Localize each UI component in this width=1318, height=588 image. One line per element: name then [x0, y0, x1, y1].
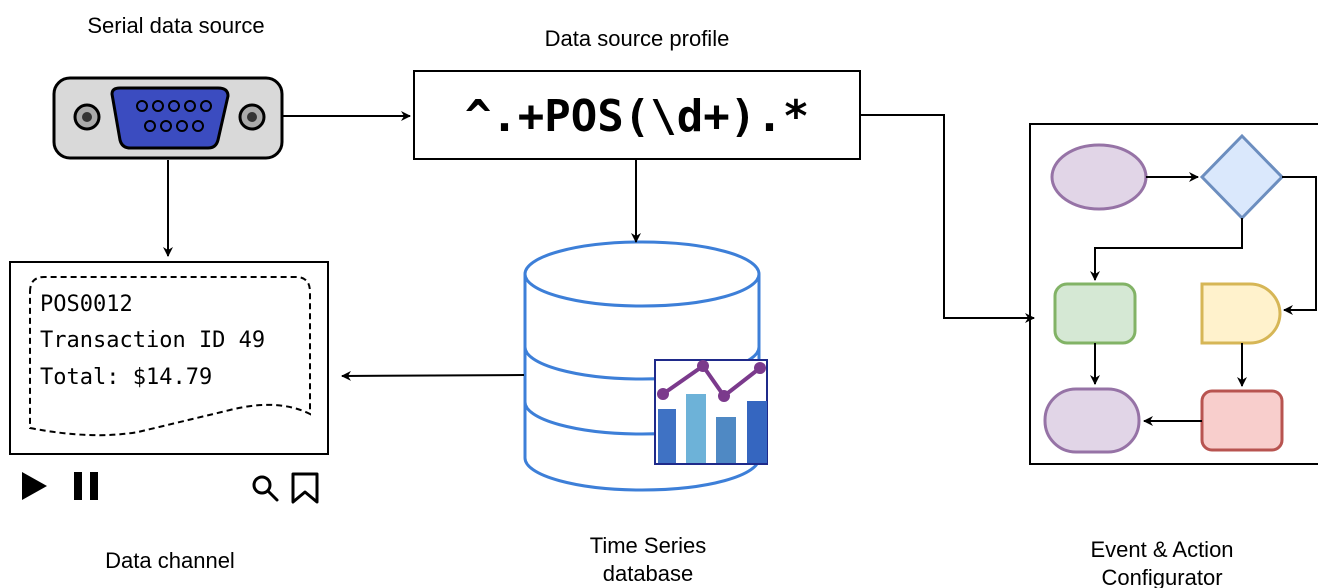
bookmark-icon[interactable] — [291, 472, 319, 504]
arrow-profile-to-configurator — [860, 114, 1035, 323]
flow-delay-yellow — [1200, 282, 1282, 345]
receipt-line-transaction: Transaction ID 49 — [40, 328, 265, 353]
arrow-database-to-channel — [341, 370, 525, 381]
receipt-line-pos: POS0012 — [40, 292, 133, 317]
arrow-decision-to-green — [1090, 218, 1243, 281]
pause-icon[interactable] — [74, 472, 98, 500]
profile-label: Data source profile — [545, 26, 730, 51]
flow-end-terminator — [1043, 387, 1141, 454]
receipt-outline — [29, 276, 311, 437]
tsdb-label-line2: database — [603, 561, 694, 586]
configurator-label-line1: Event & Action — [1090, 537, 1233, 562]
play-icon[interactable] — [22, 472, 47, 500]
profile-regex: ^.+POS(\d+).* — [465, 91, 809, 142]
tsdb-label-line1: Time Series — [590, 533, 707, 558]
serial-source-label: Serial data source — [87, 13, 264, 38]
mini-chart-icon — [654, 359, 768, 465]
flow-start-ellipse — [1050, 143, 1148, 211]
channel-label: Data channel — [105, 548, 235, 573]
configurator-label-line2: Configurator — [1101, 565, 1222, 588]
flow-process-red — [1200, 389, 1284, 452]
channel-window — [9, 261, 329, 455]
receipt-line-total: Total: $14.79 — [40, 365, 212, 390]
serial-port-icon — [52, 76, 284, 160]
flow-process-green — [1053, 282, 1137, 345]
arrow-decision-to-yellow — [1282, 176, 1317, 315]
search-icon[interactable] — [252, 475, 279, 502]
